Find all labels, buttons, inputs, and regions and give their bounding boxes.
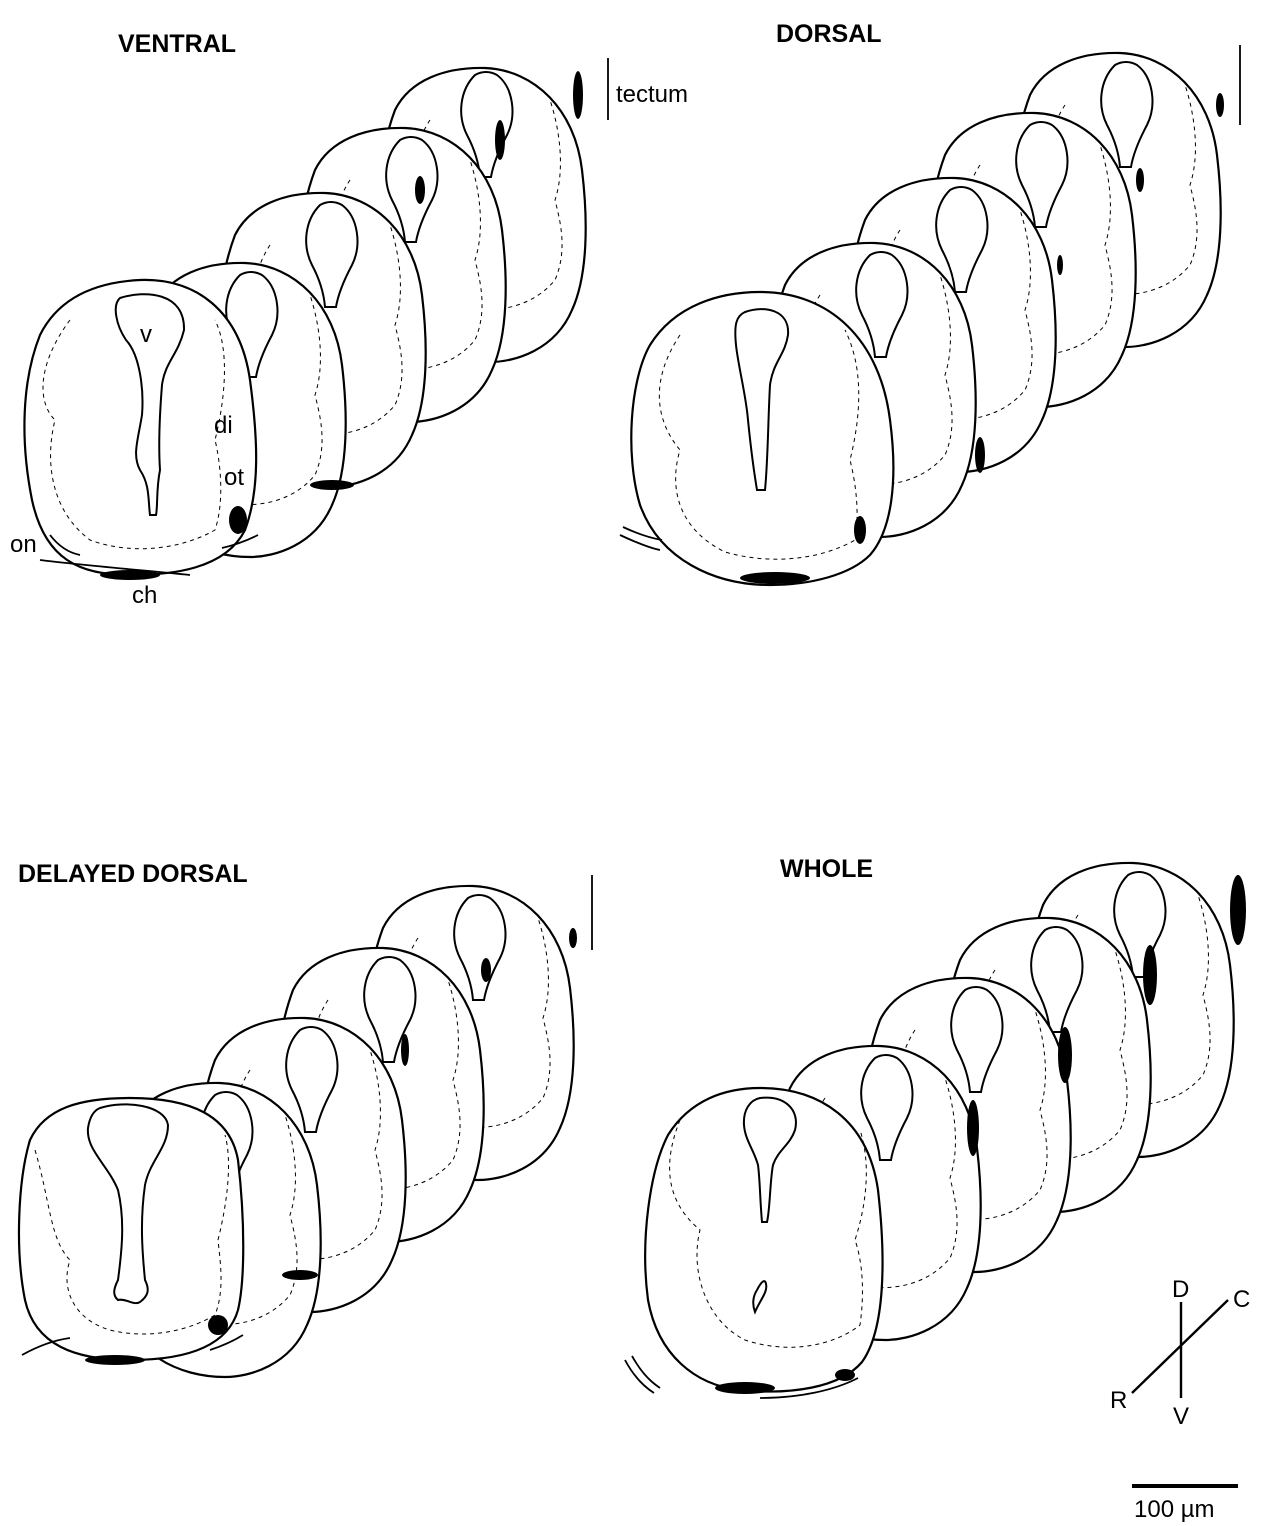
label-stipple xyxy=(967,1100,979,1156)
panel-ventral: VENTRAL xyxy=(10,30,688,609)
panel-title-whole: WHOLE xyxy=(780,855,873,883)
label-stipple xyxy=(495,120,505,160)
optic-tract-label: ot xyxy=(224,464,244,491)
orientation-axes: D V R C xyxy=(1110,1276,1250,1430)
label-stipple xyxy=(1057,255,1063,275)
axis-label-dorsal: D xyxy=(1172,1276,1189,1303)
label-stipple xyxy=(282,1270,318,1280)
label-stipple xyxy=(573,71,583,119)
section-delayed-1 xyxy=(19,1098,243,1365)
label-stipple xyxy=(310,480,354,490)
label-stipple xyxy=(481,958,491,982)
optic-nerve-label: on xyxy=(10,531,37,558)
label-stipple xyxy=(1230,875,1246,945)
panel-dorsal: DORSAL xyxy=(620,20,1240,585)
label-stipple xyxy=(1136,168,1144,192)
label-stipple xyxy=(1216,93,1224,117)
panel-title-delayed-dorsal: DELAYED DORSAL xyxy=(18,860,248,888)
label-stipple xyxy=(1058,1027,1072,1083)
panel-delayed-dorsal: DELAYED DORSAL xyxy=(18,860,592,1377)
section-dorsal-1 xyxy=(631,292,893,585)
scale-bar-label: 100 µm xyxy=(1134,1496,1215,1523)
label-stipple xyxy=(401,1034,409,1066)
label-stipple xyxy=(1143,945,1157,1005)
scale-bar: 100 µm xyxy=(1132,1486,1238,1523)
axis-label-rostral: R xyxy=(1110,1387,1127,1414)
panel-title-dorsal: DORSAL xyxy=(776,20,882,48)
panel-whole: WHOLE xyxy=(625,855,1246,1398)
label-stipple xyxy=(975,437,985,473)
diencephalon-label: di xyxy=(214,412,233,439)
axis-label-caudal: C xyxy=(1233,1286,1250,1313)
chiasm-label: ch xyxy=(132,582,157,609)
ventricle-label: v xyxy=(140,321,152,348)
section-whole-1 xyxy=(645,1088,882,1394)
panel-title-ventral: VENTRAL xyxy=(118,30,236,58)
axis-label-ventral: V xyxy=(1173,1403,1189,1430)
label-stipple xyxy=(569,928,577,948)
tectum-label: tectum xyxy=(616,81,688,108)
optic-nerve-whole xyxy=(625,1356,660,1393)
label-stipple xyxy=(415,176,425,204)
